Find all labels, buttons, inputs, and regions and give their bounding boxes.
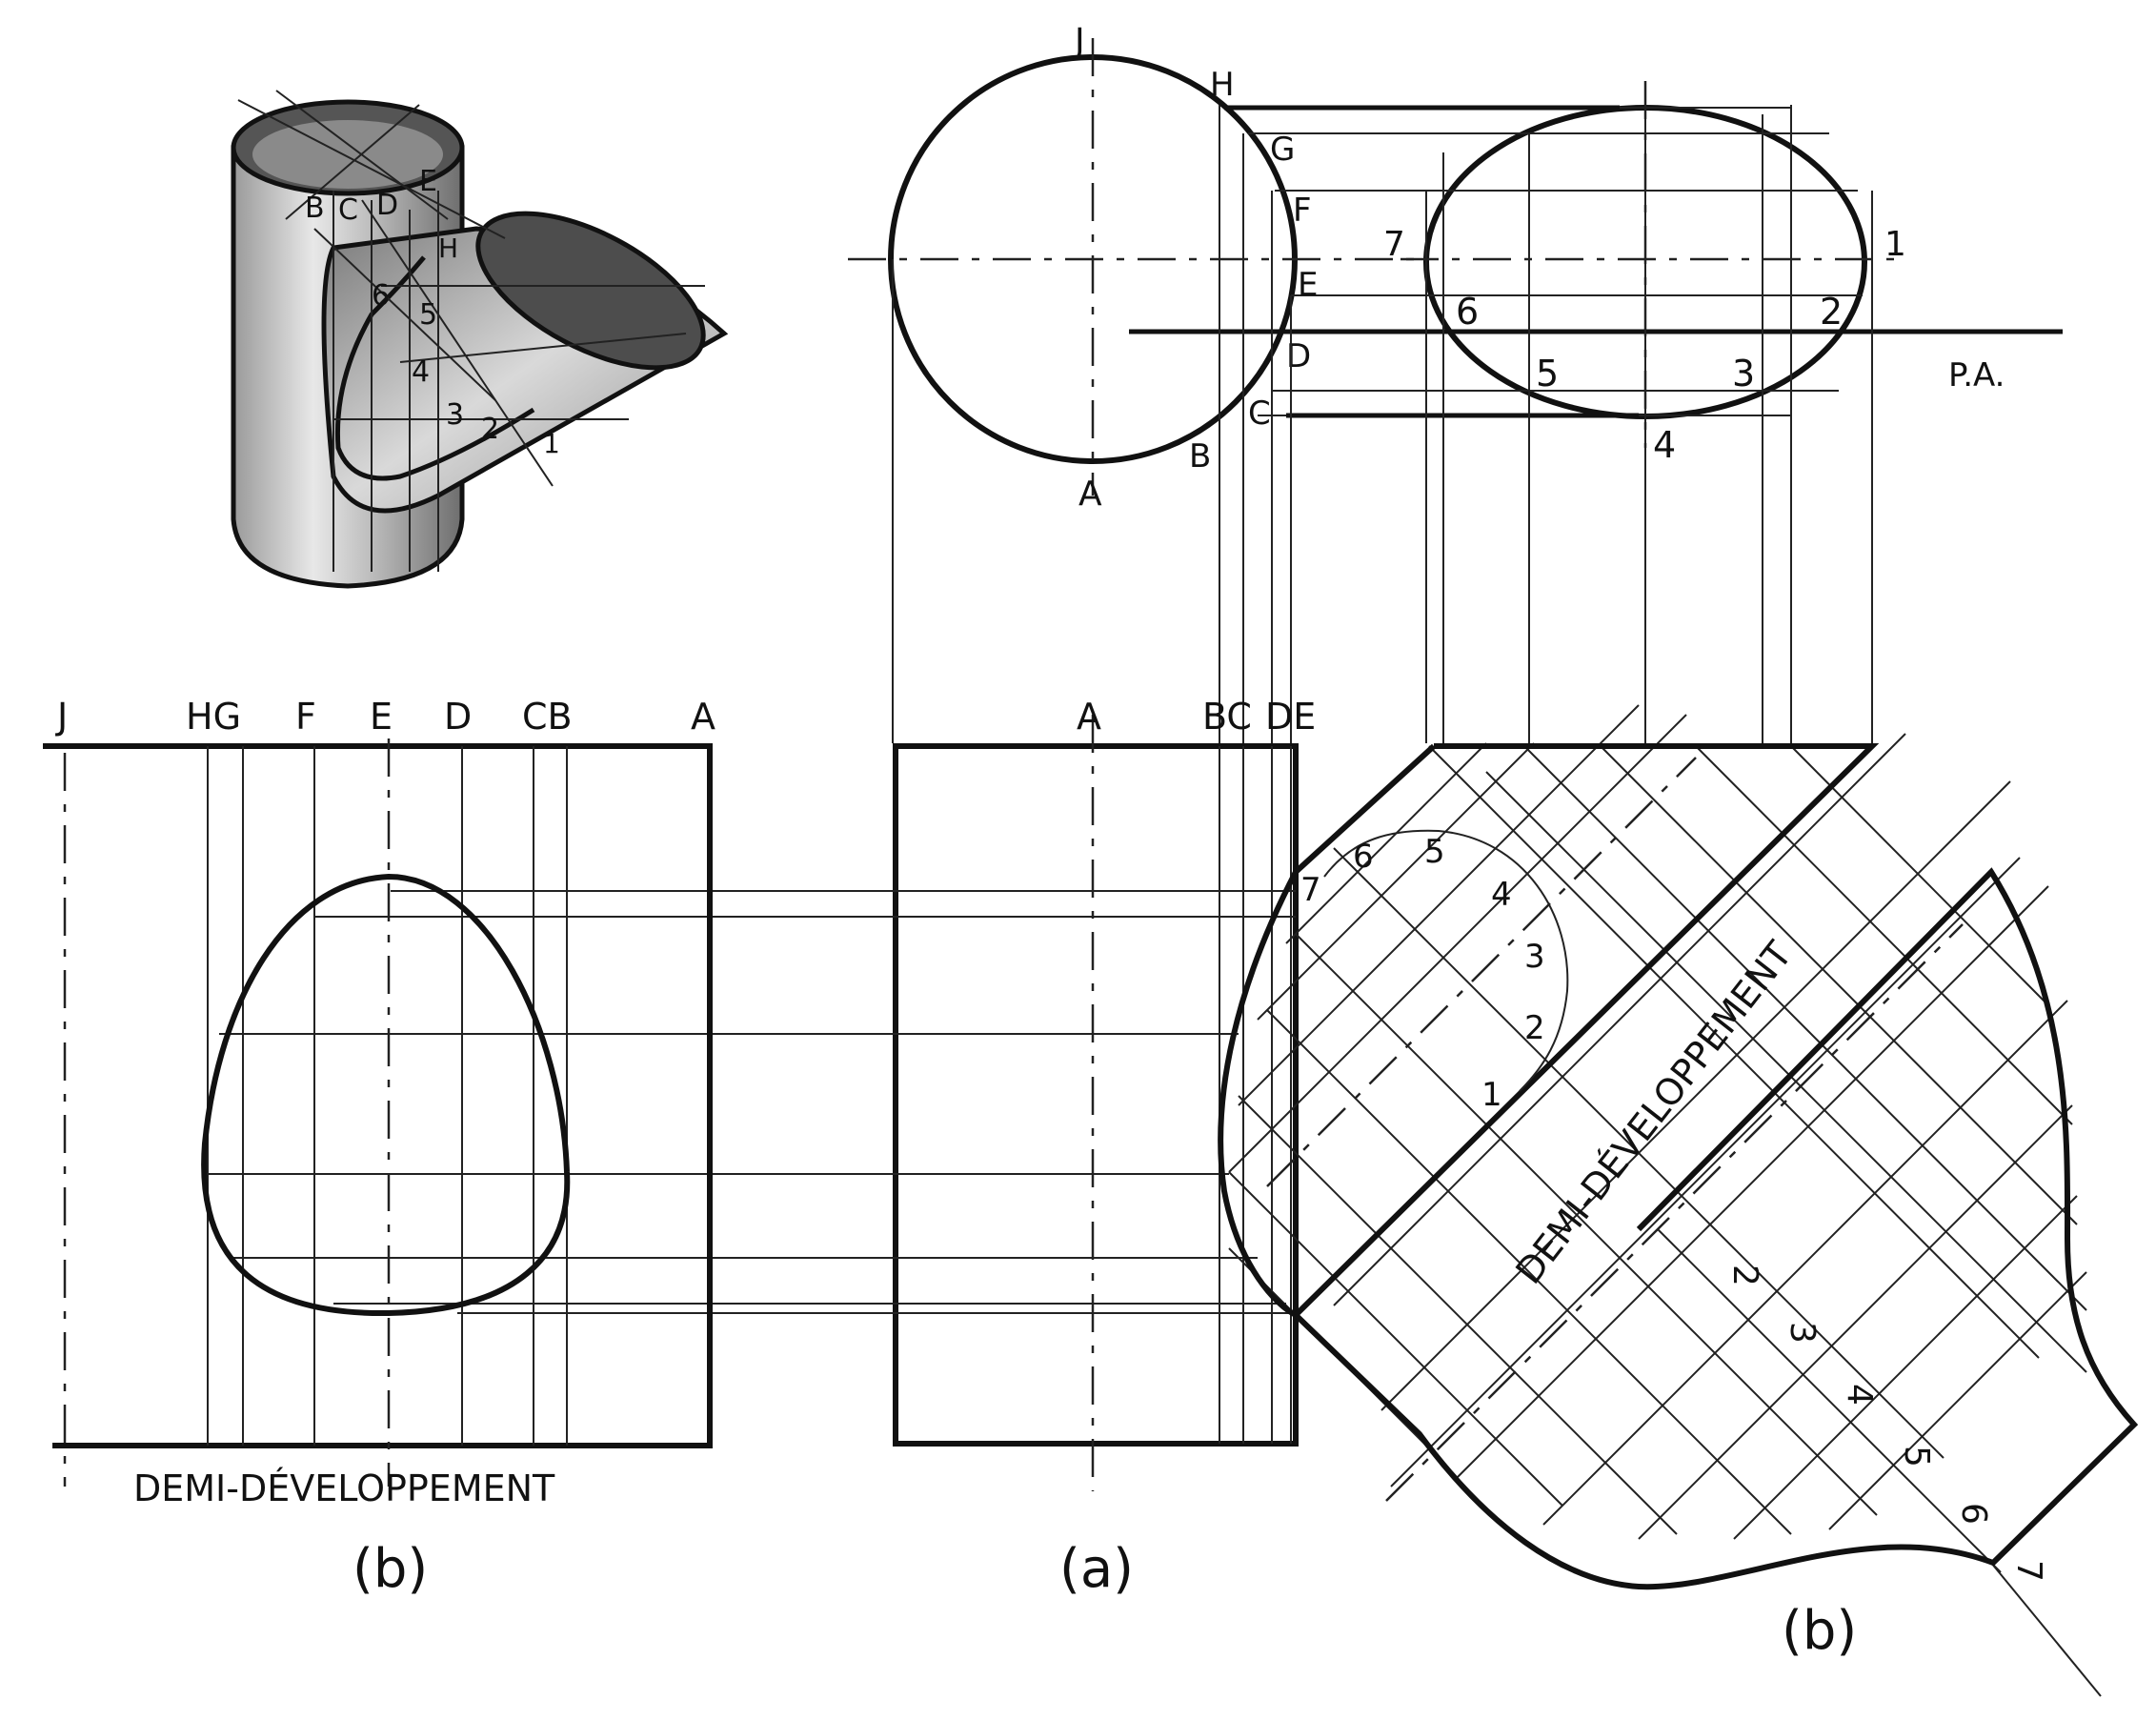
plane-label-pa: P.A.	[1948, 356, 2005, 395]
pictorial-label-d: D	[376, 189, 398, 222]
top-label-g: G	[1270, 131, 1295, 169]
top-label-a: A	[1078, 475, 1102, 514]
pictorial-label-h: H	[438, 233, 458, 264]
ellipse-label-3: 3	[1732, 353, 1755, 395]
branch-half-circle	[1323, 829, 1569, 1092]
pictorial-view: B C D E H 6 5 4 3 2 1	[231, 90, 729, 589]
pictorial-label-b: B	[305, 192, 325, 225]
top-label-f: F	[1293, 192, 1312, 230]
scale-label-2: 2	[1725, 1265, 1764, 1286]
scale-label-7: 7	[2009, 1560, 2048, 1582]
arc-label-7: 7	[1300, 871, 1321, 909]
front-label-bc: BC	[1202, 696, 1252, 738]
left-label-a: A	[691, 696, 715, 738]
arc-label-5: 5	[1424, 833, 1445, 871]
front-view-outline	[893, 743, 1299, 1447]
scale-label-3: 3	[1783, 1322, 1822, 1344]
arc-label-3: 3	[1524, 938, 1545, 976]
left-development: J HG F E D CB A DEMI-DÉVELOPPEMENT (b)	[43, 696, 715, 1600]
left-label-f: F	[295, 696, 316, 738]
arc-label-4: 4	[1491, 876, 1512, 914]
top-label-e: E	[1298, 266, 1318, 304]
right-development-caption: (b)	[1782, 1600, 1857, 1662]
arc-label-2: 2	[1524, 1009, 1545, 1047]
ellipse-label-4: 4	[1653, 424, 1676, 466]
intersection-curve	[334, 255, 535, 481]
arc-label-1: 1	[1481, 1076, 1502, 1114]
top-label-b: B	[1189, 437, 1211, 476]
top-label-j: J	[1073, 22, 1085, 61]
intersection-development-curve	[201, 873, 571, 1317]
ellipse-label-1: 1	[1884, 225, 1906, 264]
pictorial-label-3: 3	[446, 398, 464, 432]
ellipse-label-7: 7	[1383, 225, 1405, 264]
transfer-lines	[205, 890, 1296, 1314]
pictorial-label-2: 2	[481, 413, 499, 446]
ellipse-label-6: 6	[1456, 291, 1479, 333]
scale-label-4: 4	[1840, 1384, 1879, 1406]
right-development: 7 6 5 4 3 2 1 2 3 4 5 6 7 DEMI-DÉVELOPPE…	[1218, 704, 2139, 1697]
left-label-j: J	[55, 696, 68, 738]
front-label-a: A	[1077, 696, 1101, 738]
branch-cylinder-end	[475, 211, 706, 371]
top-label-d: D	[1286, 337, 1311, 375]
left-label-d: D	[444, 696, 472, 738]
scale-label-6: 6	[1954, 1503, 1993, 1525]
front-caption: (a)	[1059, 1538, 1134, 1600]
arc-label-6: 6	[1353, 838, 1374, 876]
left-label-cb: CB	[522, 696, 573, 738]
pictorial-label-5: 5	[419, 298, 437, 332]
pictorial-label-6: 6	[372, 279, 390, 313]
left-label-hg: HG	[186, 696, 241, 738]
pictorial-label-e: E	[419, 165, 437, 198]
top-view: J H G F E D C B A 7 1 6 2 5 3 4 P.A.	[848, 22, 2063, 514]
pictorial-label-c: C	[338, 193, 358, 227]
left-development-title: DEMI-DÉVELOPPEMENT	[133, 1467, 555, 1509]
pictorial-label-1: 1	[543, 428, 560, 459]
scale-label-5: 5	[1897, 1446, 1936, 1467]
left-label-e: E	[370, 696, 393, 738]
development-outline	[1218, 743, 2139, 1590]
pictorial-label-4: 4	[412, 355, 430, 389]
vertical-projectors	[892, 81, 1873, 743]
front-view: A BC DE (a)	[893, 696, 1316, 1600]
front-label-de: DE	[1265, 696, 1316, 738]
top-label-h: H	[1210, 66, 1235, 104]
top-label-c: C	[1248, 395, 1271, 433]
ellipse-label-5: 5	[1536, 353, 1559, 395]
left-development-caption: (b)	[353, 1538, 428, 1600]
ellipse-label-2: 2	[1820, 291, 1843, 333]
